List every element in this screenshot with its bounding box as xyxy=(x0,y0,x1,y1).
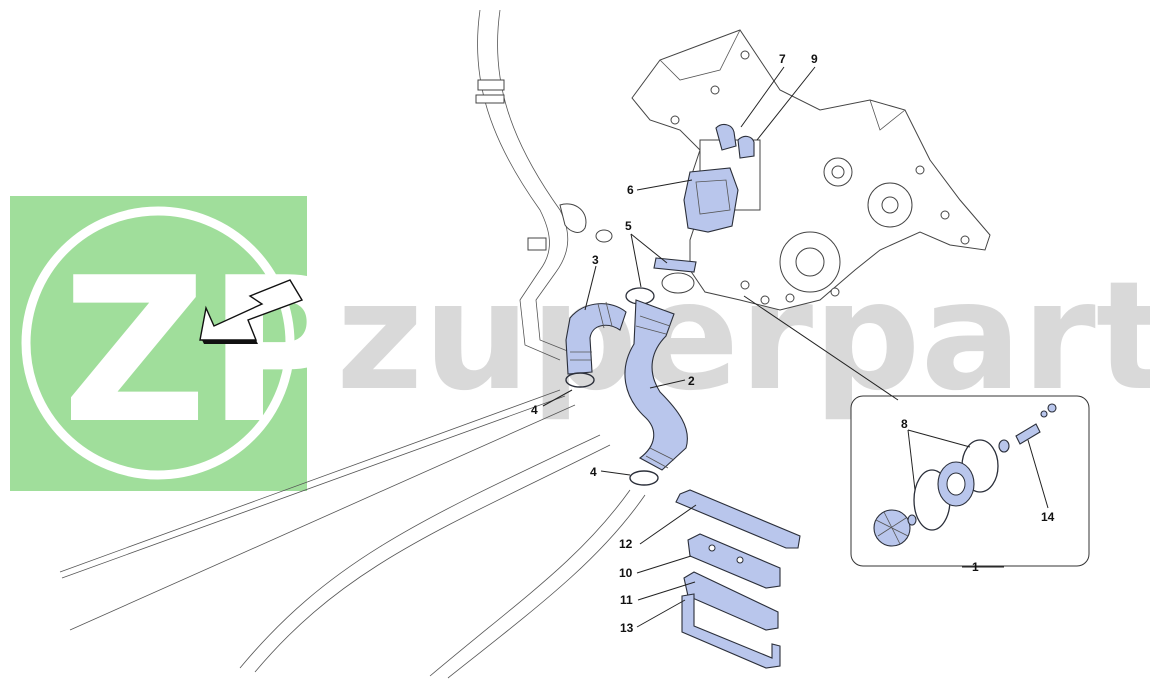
zp-logo-watermark: ZP xyxy=(10,196,354,491)
callout-12: 12 xyxy=(619,537,633,551)
leader-lines xyxy=(542,66,1049,628)
callout-11: 11 xyxy=(620,593,633,607)
callout-1: 1 xyxy=(972,560,979,574)
arrow-down-left-icon xyxy=(199,279,304,344)
part-2-hose xyxy=(624,299,688,471)
callout-labels: 7 9 6 5 3 2 4 4 12 10 11 13 8 14 1 xyxy=(531,52,1055,635)
logo-letters: ZP xyxy=(62,235,354,468)
callout-8: 8 xyxy=(901,417,908,431)
callout-3: 3 xyxy=(592,253,599,267)
callout-2: 2 xyxy=(688,374,695,388)
ghost-pipes xyxy=(59,9,646,679)
part-7-fitting xyxy=(715,123,737,151)
part-4-clamp-upper xyxy=(565,372,595,388)
callout-4-upper: 4 xyxy=(531,403,538,417)
part-12-strap xyxy=(675,489,801,549)
callout-4-lower: 4 xyxy=(590,465,597,479)
callout-6: 6 xyxy=(627,183,634,197)
callout-5: 5 xyxy=(625,219,632,233)
detail-inset-pump xyxy=(850,395,1090,567)
part-6-thermostat-flange xyxy=(683,167,739,233)
part-13-bracket xyxy=(681,593,781,669)
callout-9: 9 xyxy=(811,52,818,66)
callout-10: 10 xyxy=(619,566,633,580)
callout-14: 14 xyxy=(1041,510,1055,524)
callout-13: 13 xyxy=(620,621,634,635)
callout-7: 7 xyxy=(779,52,786,66)
part-4-clamp-lower xyxy=(629,470,659,486)
part-9-fitting xyxy=(737,135,755,159)
